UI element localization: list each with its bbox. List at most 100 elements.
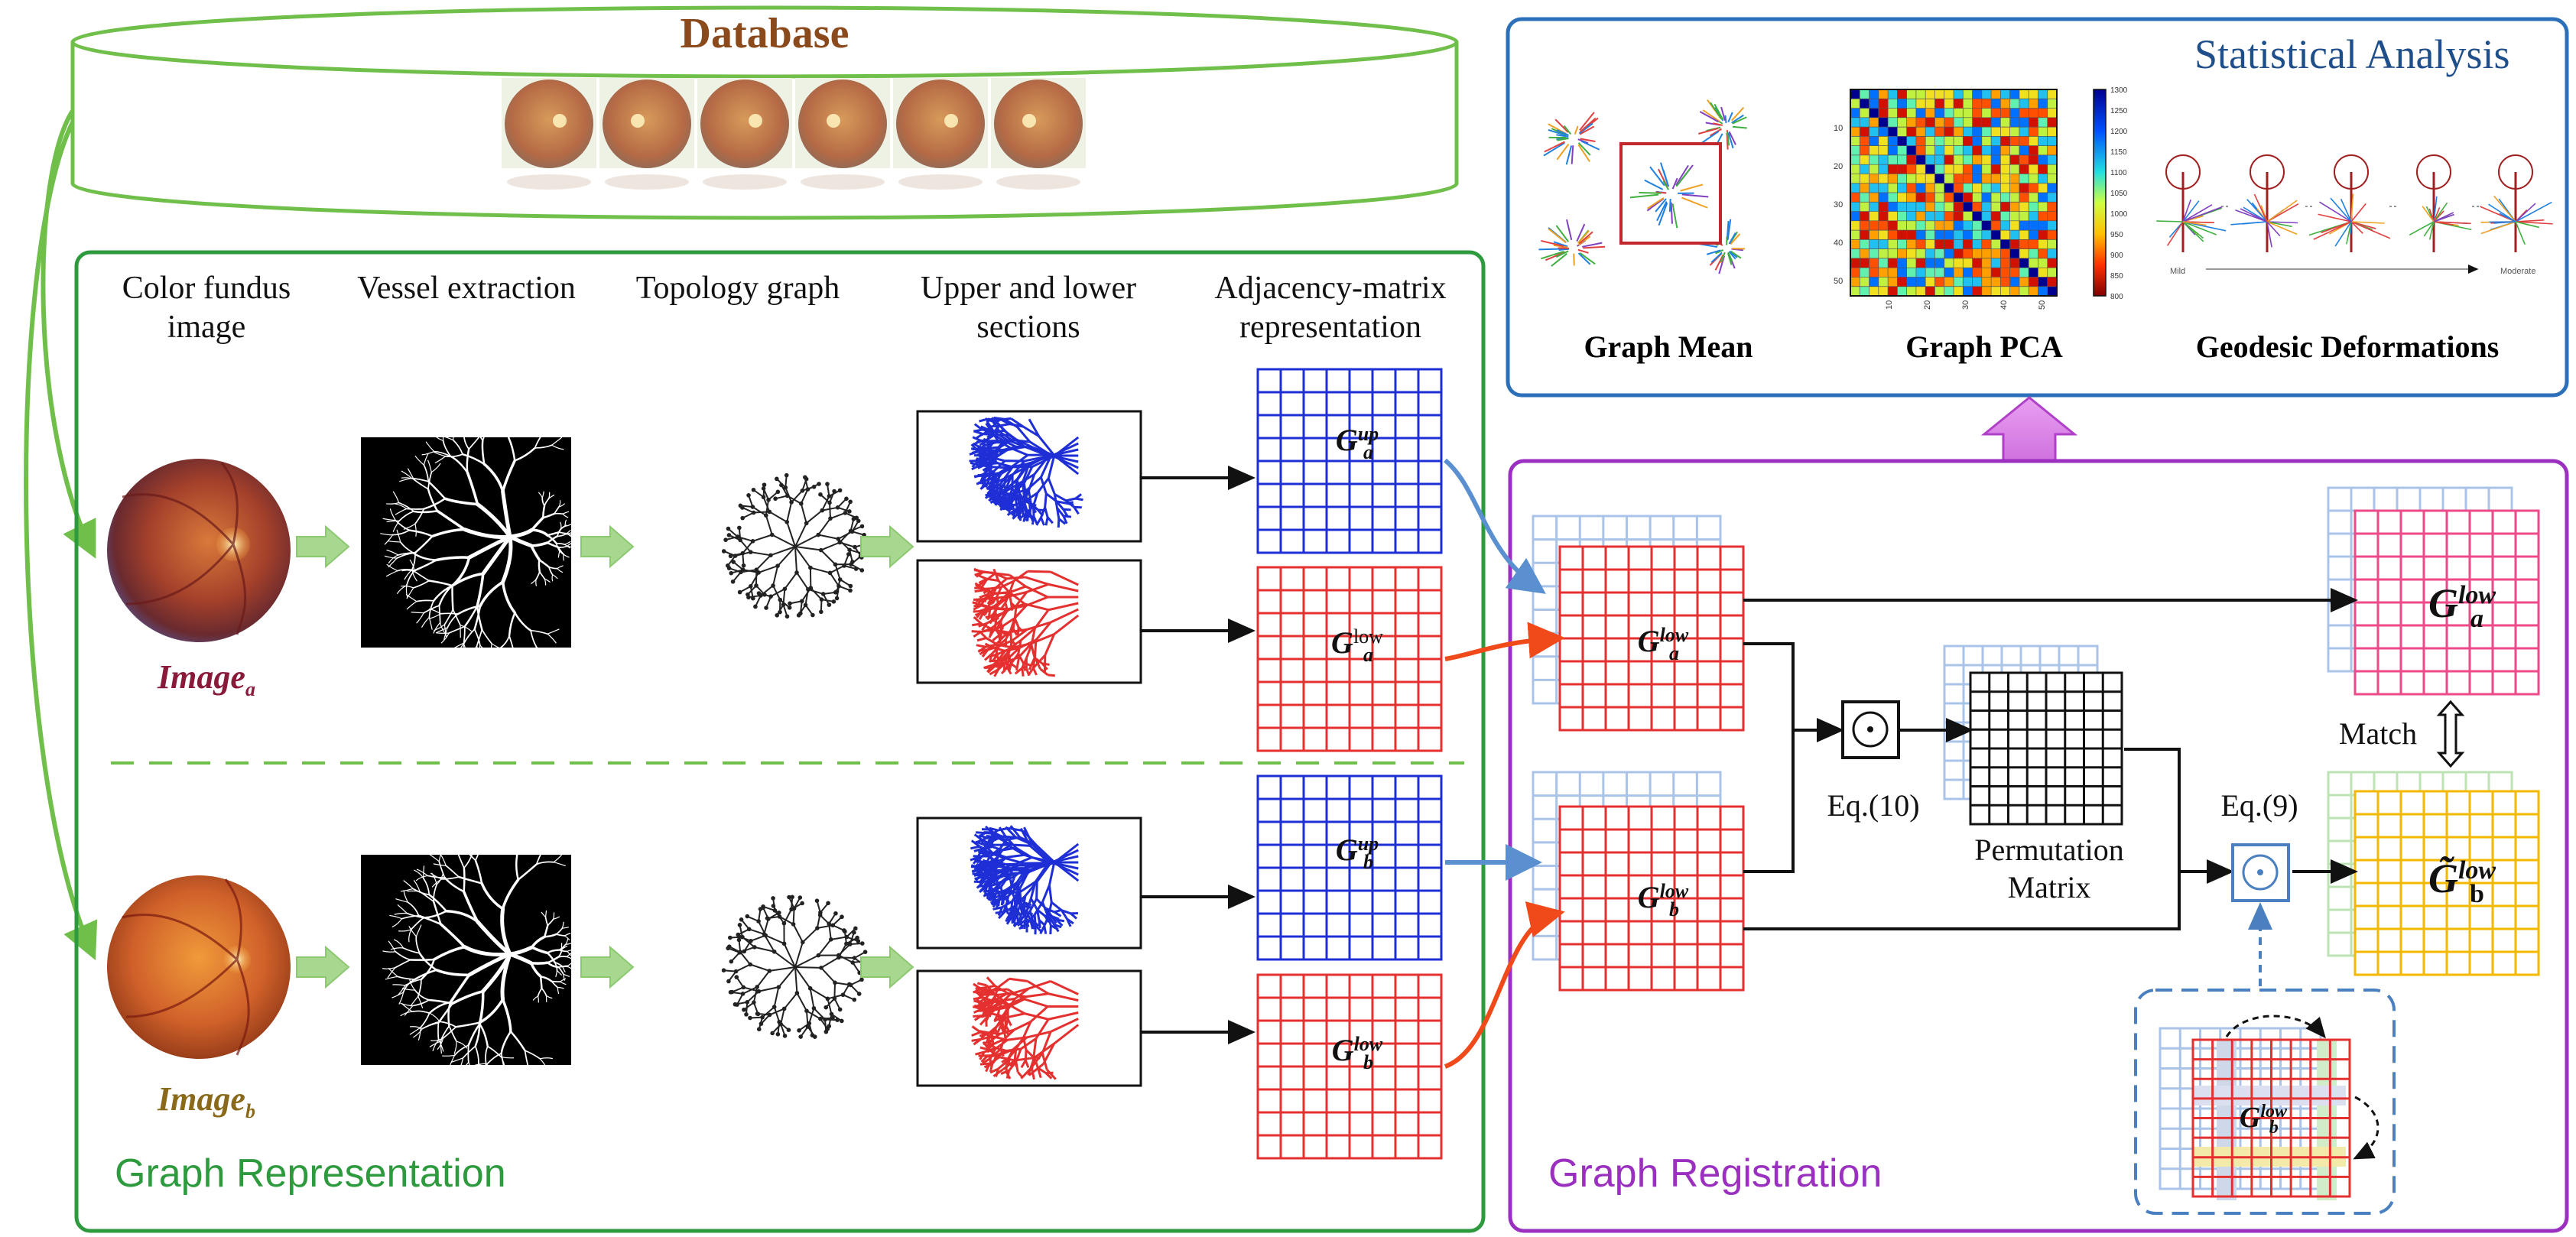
pca-ytick: 40 xyxy=(1834,239,1843,248)
row-swap-arrow xyxy=(2353,1096,2379,1160)
gb-low-to-registration-curve xyxy=(1444,901,1565,1069)
database-title: Database xyxy=(680,10,849,57)
colorbar-tick: 800 xyxy=(2110,293,2123,301)
graph-pca-label: Graph PCA xyxy=(1905,330,2063,364)
pca-xtick: 30 xyxy=(1961,300,1970,310)
reg-matrix-gb-low xyxy=(1558,805,1745,992)
graph-registration-title: Graph Registration xyxy=(1548,1151,1882,1196)
upper-section-b xyxy=(916,817,1142,950)
stage-label-adjacency: Adjacency-matrix representation xyxy=(1214,271,1447,346)
fundus-image-a xyxy=(107,459,291,642)
axis-label-mild: Mild xyxy=(2170,267,2185,276)
upper-section-a xyxy=(916,410,1142,543)
registration-to-statistics-arrow xyxy=(1980,396,2078,463)
graph-mean-figure xyxy=(1538,99,1747,274)
eq10-operator xyxy=(1841,700,1900,759)
database-thumbnail xyxy=(795,78,890,190)
pca-ytick: 30 xyxy=(1834,200,1843,209)
graph-representation-panel xyxy=(74,250,1486,1233)
pca-ytick: 50 xyxy=(1834,277,1843,286)
fundus-image-b xyxy=(107,875,291,1059)
graph-sample xyxy=(1629,162,1709,229)
geodesic-deformations-label: Geodesic Deformations xyxy=(2195,330,2500,364)
pca-ytick: 20 xyxy=(1834,162,1843,171)
geodesic-sample xyxy=(2480,154,2553,252)
colorbar-tick: 1300 xyxy=(2110,86,2128,95)
graph-sample xyxy=(1698,99,1747,152)
colorbar-tick: 850 xyxy=(2110,272,2123,281)
pca-colorbar xyxy=(2093,89,2107,297)
database-cylinder xyxy=(70,5,1459,220)
lower-section-a xyxy=(916,559,1142,684)
inset-matrix-gb-low xyxy=(2191,1038,2351,1198)
pca-xtick: 50 xyxy=(2038,300,2047,310)
pca-xtick: 10 xyxy=(1885,300,1894,310)
colorbar-tick: 1050 xyxy=(2110,190,2128,198)
geodesic-sample xyxy=(2156,154,2229,252)
colorbar-tick: 1250 xyxy=(2110,107,2128,115)
database-thumbnail xyxy=(502,78,596,190)
matrix-gb-up xyxy=(1256,774,1443,961)
colorbar-tick: 1000 xyxy=(2110,210,2128,219)
statistical-analysis-title: Statistical Analysis xyxy=(2194,31,2510,77)
stage-label-sections: Upper and lower sections xyxy=(920,271,1137,346)
vessel-extraction-a xyxy=(361,409,574,665)
permutation-matrix xyxy=(1969,671,2123,826)
pca-ytick: 10 xyxy=(1834,124,1843,133)
reg-matrix-ga-low xyxy=(1558,545,1745,732)
matrix-ga-up xyxy=(1256,368,1443,554)
out-matrix-ga-low xyxy=(2353,509,2540,696)
geodesic-deformations-figure: Mild Moderate xyxy=(2156,154,2553,276)
ga-low-to-registration-curve xyxy=(1444,622,1565,661)
graph-sample xyxy=(1538,219,1606,267)
registration-flow-lines xyxy=(1743,588,2358,930)
matrix-gb-low xyxy=(1256,973,1443,1160)
stage-label-fundus: Color fundus image xyxy=(122,271,291,346)
database-thumbnail xyxy=(893,78,988,190)
colorbar-tick: 1150 xyxy=(2110,148,2127,157)
pca-xtick: 20 xyxy=(1923,300,1932,310)
graph-sample xyxy=(1543,112,1600,165)
stage-label-vessel: Vessel extraction xyxy=(357,271,576,306)
column-swap-arrow xyxy=(2225,1015,2326,1039)
database-thumbnail xyxy=(991,78,1086,190)
vessel-extraction-b xyxy=(361,827,574,1083)
statistical-analysis-panel xyxy=(1506,17,2569,398)
eq9-operator xyxy=(2231,843,2290,902)
colorbar-tick: 1200 xyxy=(2110,128,2128,136)
match-label: Match xyxy=(2338,716,2418,751)
out-matrix-gb-low xyxy=(2353,790,2540,976)
graph-representation-title: Graph Representation xyxy=(115,1151,506,1196)
lower-section-b xyxy=(916,969,1142,1087)
database-to-image-b-arrow xyxy=(24,121,98,960)
database-to-image-a-arrow xyxy=(41,109,96,559)
eq9-label: Eq.(9) xyxy=(2220,788,2298,823)
permutation-matrix-label: Permutation Matrix xyxy=(1974,833,2124,904)
stage-arrows xyxy=(296,524,914,989)
matrix-ga-low xyxy=(1256,566,1443,752)
geodesic-sample xyxy=(2230,154,2313,252)
eq10-label: Eq.(10) xyxy=(1827,788,1920,823)
ga-up-to-registration-curve xyxy=(1444,458,1546,594)
axis-label-moderate: Moderate xyxy=(2500,267,2535,276)
colorbar-tick: 950 xyxy=(2110,231,2123,239)
stage-label-topology: Topology graph xyxy=(635,271,840,306)
colorbar-tick: 900 xyxy=(2110,252,2123,260)
image-b-label: Imageb xyxy=(158,1080,255,1122)
pca-xtick: 40 xyxy=(1999,300,2009,310)
geodesic-sample xyxy=(2409,154,2480,252)
permutation-inset-box xyxy=(2134,989,2396,1215)
database-thumbnail xyxy=(599,78,694,190)
topology-graph-a xyxy=(721,472,869,619)
graph-pca-heatmap: 1300125012001150110010501000950900850800… xyxy=(1834,86,2128,310)
graph-mean-label: Graph Mean xyxy=(1584,330,1753,364)
